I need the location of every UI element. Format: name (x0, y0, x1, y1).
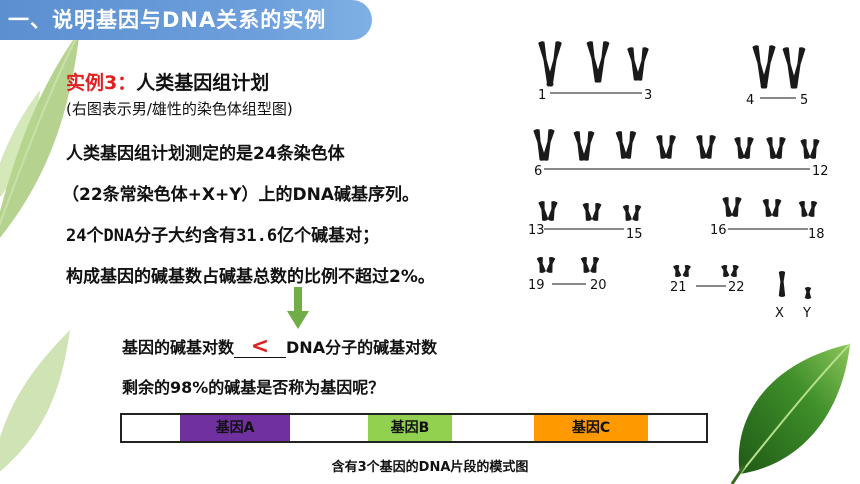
body-line-1: 人类基因组计划测定的是24条染色体 (66, 144, 345, 164)
dna-segment-bar: 基因A 基因B 基因C (120, 413, 708, 443)
karyo-label-19: 19 (528, 278, 545, 293)
chromosome-2-0 (627, 47, 641, 81)
section-header: 一、说明基因与DNA关系的实例 (0, 0, 372, 40)
chromosome-6-1 (582, 131, 595, 161)
chromosome-19-1 (546, 257, 556, 273)
chromosome-13-0 (538, 201, 549, 221)
chromosome-17-0 (762, 199, 773, 217)
chromosome-0-1 (546, 41, 562, 87)
chromosome-22-0 (721, 265, 730, 277)
chromosome-9-1 (705, 135, 716, 159)
karyo-label-5: 5 (800, 93, 808, 108)
gene-b-block: 基因B (368, 415, 452, 441)
chromosome-5-0 (533, 129, 546, 161)
chromosome-11-0 (766, 137, 777, 159)
dna-segment-caption: 含有3个基因的DNA片段的模式图 (331, 460, 529, 475)
chromosome-12-1 (809, 139, 820, 159)
chromosome-7-1 (624, 131, 637, 159)
leaf-decoration-bottom-left-icon (0, 330, 70, 472)
chromosome-18-1 (808, 201, 818, 217)
chromosome-11-1 (775, 137, 786, 159)
chromosome-9-0 (696, 135, 707, 159)
karyo-label-12: 12 (812, 164, 829, 179)
chromosome-19-0 (536, 257, 546, 273)
leaf-decoration-top-left-icon (0, 29, 81, 238)
chromosome-6-0 (573, 131, 586, 161)
body-line-3: 24个DNA分子大约含有31.6亿个碱基对； (66, 226, 380, 246)
comparison-left: 基因的碱基对数 (122, 338, 235, 357)
comparison-right: DNA分子的碱基对数 (286, 338, 438, 357)
karyo-label-16: 16 (710, 223, 727, 238)
karyo-label-15: 15 (626, 227, 643, 242)
chromosome-16-1 (731, 197, 742, 217)
chromosome-7-0 (615, 131, 628, 159)
leaf-decoration-bottom-right-icon (730, 343, 851, 484)
chromosome-22-1 (730, 265, 739, 277)
gene-a-label: 基因A (215, 420, 255, 436)
comparison-line: 基因的碱基对数<DNA分子的碱基对数 (122, 334, 437, 358)
down-arrow-icon (287, 287, 309, 329)
example-label: 实例3： (66, 72, 137, 94)
chromosome-16-0 (722, 197, 733, 217)
gene-c-block: 基因C (534, 415, 648, 441)
chromosome-21-1 (682, 265, 691, 277)
group-lines (544, 92, 810, 287)
karyo-label-20: 20 (590, 278, 607, 293)
chromosome-3-1 (760, 45, 776, 89)
karyo-label-18: 18 (808, 227, 825, 242)
chromosome-10-1 (743, 137, 754, 159)
chromosome-10-0 (734, 137, 745, 159)
chromosome-14-1 (591, 203, 602, 221)
karyo-label-21: 21 (670, 280, 687, 295)
chromosome-2-1 (635, 47, 649, 81)
karyotype-figure: 1 3 4 5 6 12 13 15 16 18 19 20 21 22 X Y (528, 41, 829, 321)
chromosome-15-0 (622, 205, 632, 221)
karyo-label-6: 6 (534, 164, 542, 179)
gene-c-label: 基因C (571, 420, 611, 436)
example-name: 人类基因组计划 (136, 72, 270, 94)
chromosome-18-0 (798, 201, 808, 217)
chromosome-shapes (533, 41, 820, 299)
body-line-2: （22条常染色体+X+Y）上的DNA碱基序列。 (62, 185, 420, 205)
chromosome-21-0 (673, 265, 682, 277)
chromosome-1-1 (594, 41, 610, 83)
chromosome-y (804, 287, 812, 299)
gene-b-label: 基因B (390, 420, 430, 436)
chromosome-5-1 (542, 129, 555, 161)
chromosome-12-0 (800, 139, 811, 159)
chromosome-15-1 (632, 205, 642, 221)
chromosome-14-0 (582, 203, 593, 221)
comparison-symbol: < (234, 336, 287, 358)
chromosome-17-1 (771, 199, 782, 217)
karyo-label-22: 22 (728, 280, 745, 295)
body-line-4: 构成基因的碱基数占碱基总数的比例不超过2%。 (66, 267, 435, 287)
karyo-label-3: 3 (644, 88, 652, 103)
karyo-label-x: X (775, 306, 784, 321)
chromosome-4-1 (790, 47, 806, 89)
chromosome-8-0 (656, 135, 667, 159)
example-subtitle: (右图表示男/雄性的染色体组型图) (66, 100, 293, 118)
chromosome-8-1 (665, 135, 676, 159)
karyo-label-4: 4 (746, 93, 754, 108)
karyo-label-1: 1 (538, 88, 546, 103)
chromosome-x (778, 271, 786, 297)
chromosome-20-0 (580, 257, 590, 273)
chromosome-20-1 (590, 257, 600, 273)
karyo-label-y: Y (802, 306, 811, 321)
question-line: 剩余的98%的碱基是否称为基因呢？ (122, 378, 385, 397)
karyo-label-13: 13 (528, 223, 545, 238)
chromosome-13-1 (547, 201, 558, 221)
example-title: 实例3：人类基因组计划 (66, 68, 269, 95)
gene-a-block: 基因A (180, 415, 290, 441)
